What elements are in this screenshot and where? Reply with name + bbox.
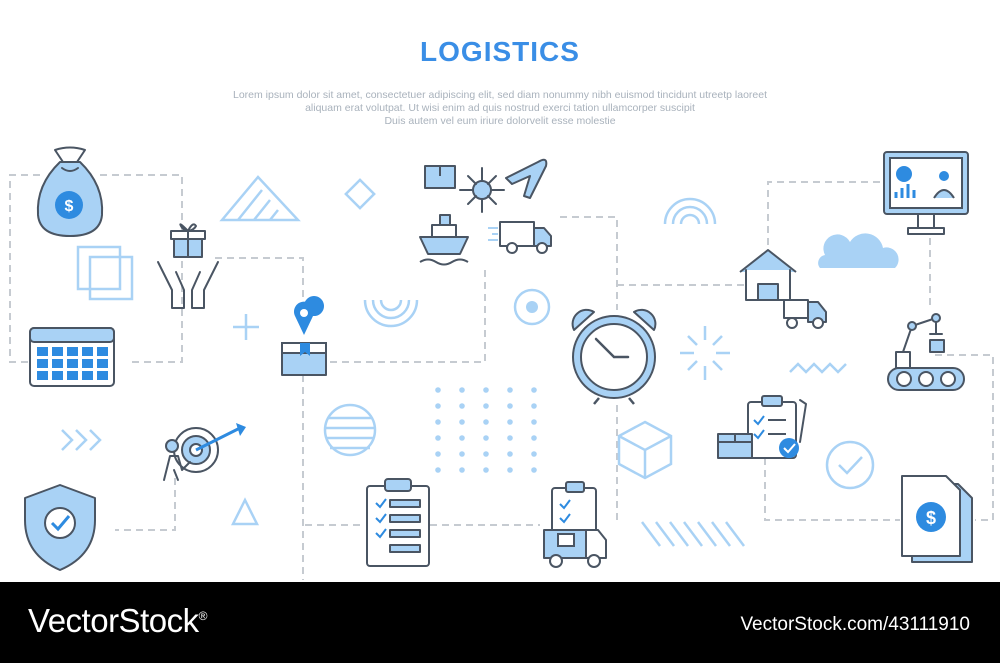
analytics-monitor-icon	[883, 151, 969, 235]
plus-decor	[233, 314, 259, 340]
striped-circle-decor	[323, 403, 377, 457]
gift-in-hands-icon	[157, 223, 219, 309]
svg-text:$: $	[65, 198, 74, 215]
diamond-decor	[344, 178, 376, 210]
shield-check-icon	[24, 484, 96, 571]
money-bag-icon: $	[36, 146, 104, 237]
page-title: LOGISTICS	[420, 36, 580, 67]
subtitle-line-3: Duis autem vel eum iriure dolorvelit ess…	[384, 115, 616, 127]
delivery-truck-checklist-icon	[543, 481, 607, 568]
footer-bar	[0, 582, 1000, 663]
calendar-icon	[29, 327, 115, 387]
global-transport-network-icon	[419, 158, 552, 266]
striped-triangle-decor	[219, 175, 301, 222]
illustration: LOGISTICS Lorem ipsum dolor sit amet, co…	[9, 36, 994, 580]
warehouse-truck-icon	[739, 249, 827, 329]
target-dot-decor	[513, 288, 551, 326]
robotic-arm-conveyor-icon	[887, 313, 965, 391]
zigzag-decor	[789, 362, 847, 374]
image-id: VectorStock.com/43111910	[740, 614, 970, 635]
half-rings-decor	[363, 299, 419, 328]
arch-decor	[663, 197, 717, 225]
brand-name: VectorStock	[28, 602, 199, 639]
cube-decor	[617, 420, 673, 480]
dot-grid-decor	[435, 387, 537, 473]
connector-lines	[9, 174, 994, 580]
target-person-icon	[163, 423, 246, 481]
triangle-decor	[230, 497, 260, 526]
location-package-icon	[281, 296, 327, 376]
registered-mark: ®	[198, 609, 208, 623]
cloud-decor	[818, 233, 899, 268]
alarm-clock-icon	[571, 308, 657, 405]
check-circle-decor	[825, 440, 875, 490]
decorative-shapes	[61, 175, 899, 547]
diagonal-lines-decor	[641, 521, 745, 547]
package-checklist-icon	[717, 395, 807, 459]
chevrons-decor	[61, 429, 102, 451]
dollar-document-icon: $	[901, 475, 973, 563]
svg-text:$: $	[926, 508, 936, 528]
subtitle-line-1: Lorem ipsum dolor sit amet, consectetuer…	[232, 89, 768, 101]
layered-squares-decor	[76, 245, 134, 301]
sparkle-decor	[680, 326, 730, 380]
icon-canvas: $	[9, 146, 994, 580]
subtitle-line-2: aliquam erat volutpat. Ut wisi enim ad q…	[305, 102, 695, 114]
clipboard-checklist-icon	[366, 478, 430, 567]
brand-logo: VectorStock®	[28, 602, 207, 640]
